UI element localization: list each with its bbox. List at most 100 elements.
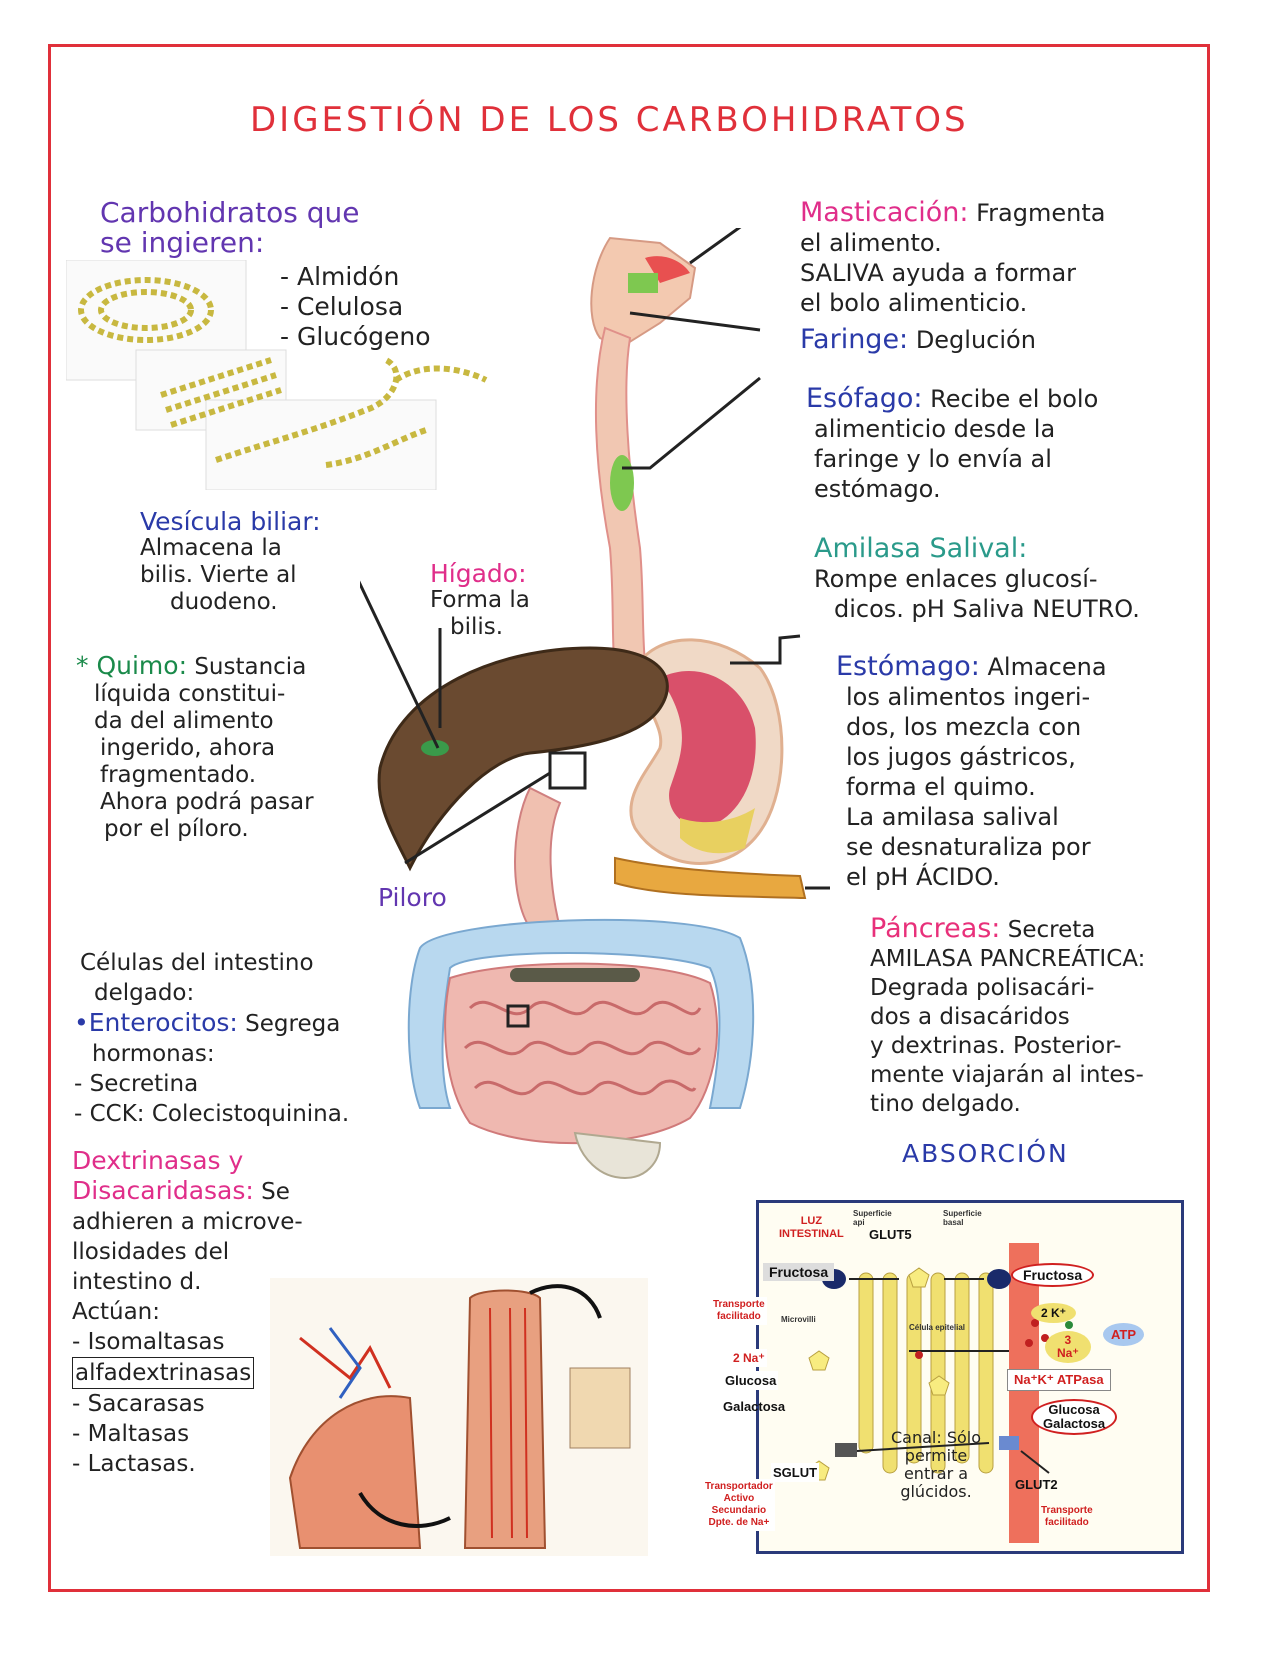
canal-note: Canal: Sólo permite entrar a glúcidos.: [891, 1428, 982, 1501]
amilasa-line: dicos. pH Saliva NEUTRO.: [834, 595, 1140, 623]
pancreas-line: Secreta: [1007, 917, 1096, 943]
celulas-line: - CCK: Colecistoquinina.: [74, 1101, 350, 1127]
sodium-3-label: 3 Na⁺: [1045, 1331, 1091, 1363]
estomago-line: dos, los mezcla con: [846, 713, 1082, 741]
quimo-line: da del alimento: [94, 708, 274, 734]
pancreas-heading: Páncreas:: [870, 913, 1001, 944]
dextrinasas-tail: Se: [261, 1179, 290, 1205]
atpasa-label: Na⁺K⁺ ATPasa: [1007, 1369, 1111, 1391]
esofago-block: Esófago: Recibe el bolo alimenticio desd…: [806, 384, 1098, 504]
carbs-heading: Carbohidratos que se ingieren:: [100, 198, 359, 258]
esofago-line: Recibe el bolo: [930, 385, 1099, 413]
vesicula-line: duodeno.: [170, 589, 278, 615]
transporte-facilitado-left-label: Transporte facilitado: [711, 1297, 767, 1325]
esofago-line: alimenticio desde la: [814, 415, 1056, 443]
dextrinasas-line: Actúan:: [72, 1299, 160, 1325]
carbs-item: - Almidón: [280, 262, 400, 291]
masticacion-line: SALIVA ayuda a formar: [800, 259, 1077, 287]
estomago-line: forma el quimo.: [846, 773, 1036, 801]
estomago-line: Almacena: [987, 653, 1107, 681]
page-title: DIGESTIÓN DE LOS CARBOHIDRATOS: [250, 100, 969, 140]
estomago-line: los jugos gástricos,: [846, 743, 1076, 771]
estomago-line: el pH ÁCIDO.: [846, 863, 1000, 891]
vesicula-line: Almacena la: [140, 535, 282, 561]
microvilli-label: Microvilli: [781, 1315, 816, 1324]
glucosa-galactosa-right-label: Glucosa Galactosa: [1031, 1399, 1118, 1435]
sodium-2-label: 2 Na⁺: [731, 1349, 767, 1367]
page-frame: [48, 44, 1210, 1592]
carbs-heading-line2: se ingieren:: [100, 226, 265, 259]
potassium-label: 2 K⁺: [1031, 1303, 1077, 1323]
quimo-line: líquida constitui-: [94, 681, 286, 707]
esofago-line: faringe y lo envía al: [814, 445, 1052, 473]
celulas-block: Células del intestino delgado: •Enteroci…: [74, 948, 349, 1129]
carbs-list: - Almidón - Celulosa - Glucógeno: [280, 262, 431, 352]
fructosa-right-label: Fructosa: [1011, 1263, 1095, 1287]
pancreas-line: Degrada polisacári-: [870, 975, 1095, 1001]
glucosa-label: Glucosa: [723, 1371, 779, 1390]
carbs-heading-line1: Carbohidratos que: [100, 196, 360, 229]
fructosa-left-label: Fructosa: [763, 1263, 835, 1281]
amilasa-line: Rompe enlaces glucosí-: [814, 565, 1098, 593]
dextrinasas-line: - Lactasas.: [72, 1451, 196, 1477]
dextrinasas-line: intestino d.: [72, 1269, 202, 1295]
carbs-item: - Glucógeno: [280, 322, 431, 351]
celulas-line: hormonas:: [92, 1041, 215, 1067]
superficie-basal-label: Superficie basal: [943, 1209, 982, 1227]
galactosa-label: Galactosa: [723, 1399, 786, 1414]
glut2-label: GLUT2: [1015, 1477, 1058, 1492]
pancreas-line: y dextrinas. Posterior-: [870, 1033, 1122, 1059]
dextrinasas-line: - Maltasas: [72, 1421, 190, 1447]
dextrinasas-line: - Isomaltasas: [72, 1329, 225, 1355]
esofago-heading: Esófago:: [806, 383, 923, 414]
dextrinasas-line: adhieren a microve-: [72, 1209, 303, 1235]
faringe-text: Deglución: [915, 326, 1036, 354]
quimo-line: fragmentado.: [100, 762, 257, 788]
masticacion-heading: Masticación:: [800, 197, 969, 228]
absorcion-heading: ABSORCIÓN: [902, 1139, 1069, 1168]
celulas-line: delgado:: [94, 980, 195, 1006]
luz-intestinal-label: LUZ INTESTINAL: [779, 1215, 844, 1240]
faringe-block: Faringe: Deglución: [800, 326, 1036, 354]
quimo-heading: * Quimo:: [76, 651, 187, 680]
celula-epitelial-label: Célula epitelial: [909, 1323, 966, 1332]
higado-line: bilis.: [450, 614, 504, 640]
transporte-facilitado-right-label: Transporte facilitado: [1041, 1505, 1093, 1528]
celulas-line: Células del intestino: [80, 950, 314, 976]
estomago-heading: Estómago:: [836, 651, 980, 682]
glut5-label: GLUT5: [869, 1227, 912, 1242]
dextrinasas-line: - Sacarasas: [72, 1391, 205, 1417]
absorption-drawing: [808, 1243, 1073, 1543]
superficie-apical-label: Superficie api: [853, 1209, 892, 1227]
intestine-wall-drawing: [288, 1284, 631, 1549]
piloro-label: Piloro: [378, 883, 447, 912]
intestine-wall-illustration: [270, 1278, 648, 1556]
dextrinasas-heading: Disacaridasas:: [72, 1176, 254, 1205]
esofago-line: estómago.: [814, 475, 941, 503]
carbs-item: - Celulosa: [280, 292, 404, 321]
dextrinasas-line: alfadextrinasas: [72, 1357, 255, 1389]
dextrinasas-block: Dextrinasas y Disacaridasas: Se adhieren…: [72, 1146, 303, 1479]
estomago-block: Estómago: Almacena los alimentos ingeri-…: [836, 652, 1107, 892]
vesicula-line: bilis. Vierte al: [140, 562, 297, 588]
vesicula-block: Vesícula biliar: Almacena la bilis. Vier…: [140, 508, 321, 616]
absorption-diagram: LUZ INTESTINAL Superficie api Superficie…: [703, 1200, 1184, 1554]
amilasa-block: Amilasa Salival: Rompe enlaces glucosí- …: [814, 534, 1140, 624]
atp-label: ATP: [1103, 1323, 1145, 1346]
pancreas-line: dos a disacáridos: [870, 1004, 1070, 1030]
quimo-line: ingerido, ahora: [100, 735, 276, 761]
dextrinasas-heading: Dextrinasas y: [72, 1146, 244, 1175]
digestive-system-illustration: [360, 228, 830, 1180]
pancreas-block: Páncreas: Secreta AMILASA PANCREÁTICA: D…: [870, 914, 1145, 1119]
estomago-line: La amilasa salival: [846, 803, 1059, 831]
transportador-activo-label: Transportador Activo Secundario Dpte. de…: [703, 1479, 775, 1531]
faringe-heading: Faringe:: [800, 324, 909, 355]
estomago-line: los alimentos ingeri-: [846, 683, 1091, 711]
quimo-block: * Quimo: Sustancia líquida constitui- da…: [76, 652, 314, 843]
pancreas-line: AMILASA PANCREÁTICA:: [870, 946, 1146, 972]
estomago-line: se desnaturaliza por: [846, 833, 1091, 861]
higado-line: Forma la: [430, 587, 530, 613]
higado-heading: Hígado:: [430, 559, 527, 588]
sglut-label: SGLUT: [771, 1463, 820, 1482]
higado-block: Hígado: Forma la bilis.: [430, 560, 530, 641]
